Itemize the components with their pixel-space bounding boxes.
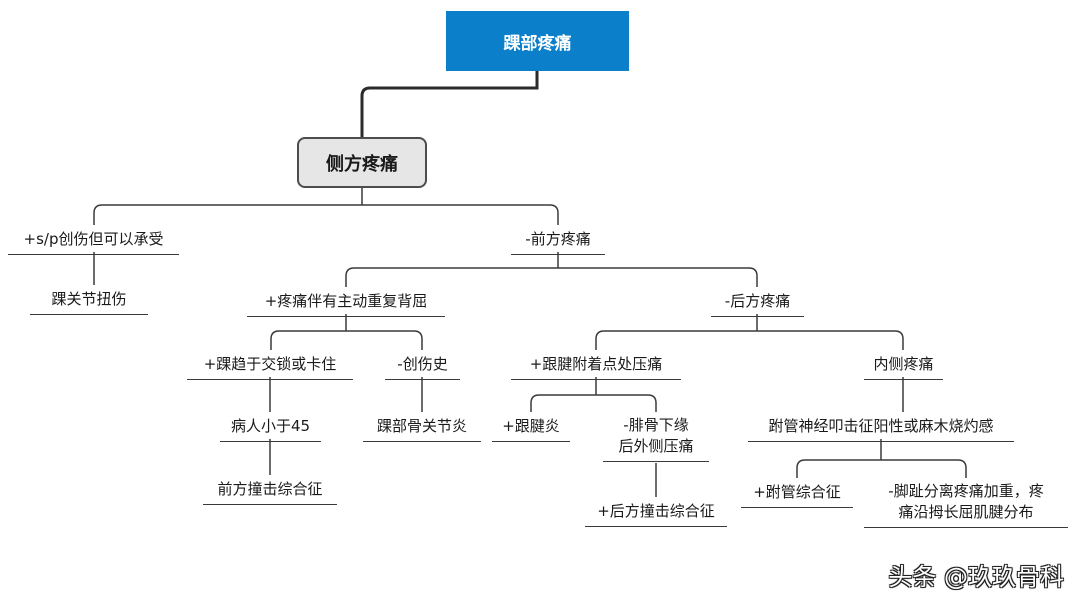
topic-tarsal-tinel-sign: 跗管神经叩击征阳性或麻木烧灼感 [748, 412, 1014, 442]
topic-achilles-insertion-tenderness: +跟腱附着点处压痛 [511, 350, 681, 380]
topic-ankle-arthritis: 踝部骨关节炎 [363, 412, 481, 442]
tender-branch-connector [530, 377, 657, 412]
topic-sp-trauma: +s/p创伤但可以承受 [8, 225, 179, 255]
root-to-main-connector [360, 71, 539, 137]
toe-line-1: -脚趾分离疼痛加重，疼 [888, 482, 1044, 500]
topic-tarsal-tunnel-syndrome: +跗管综合征 [741, 478, 853, 508]
main-branch-connector [93, 188, 559, 225]
fibula-line-1: -腓骨下缘 [623, 416, 689, 434]
toe-line-2: 痛沿拇长屈肌腱分布 [898, 503, 1034, 521]
root-node-ankle-pain: 踝部疼痛 [446, 11, 629, 71]
topic-anterior-pain: -前方疼痛 [511, 225, 605, 255]
topic-repeated-dorsiflexion: +疼痛伴有主动重复背屈 [247, 287, 445, 317]
topic-age-under-45: 病人小于45 [220, 412, 321, 442]
topic-posterior-pain: -后方疼痛 [711, 287, 804, 317]
topic-trauma-history: -创伤史 [385, 350, 460, 380]
tarsal-sign-branch-connector [796, 439, 967, 478]
topic-medial-pain: 内侧疼痛 [864, 350, 943, 380]
topic-achilles-tendinitis: +跟腱炎 [492, 412, 570, 442]
posterior-branch-connector [595, 314, 904, 350]
topic-fibula-tenderness: -腓骨下缘 后外侧压痛 [603, 412, 709, 462]
watermark: 头条 @玖玖骨科 [888, 563, 1064, 591]
topic-locking: +踝趋于交锁或卡住 [187, 350, 353, 380]
topic-posterior-impingement: +后方撞击综合征 [585, 497, 727, 527]
main-topic-lateral-pain: 侧方疼痛 [297, 137, 427, 188]
repeat-branch-connector [270, 314, 423, 350]
topic-ankle-sprain: 踝关节扭伤 [30, 285, 148, 315]
fibula-line-2: 后外侧压痛 [618, 437, 694, 455]
topic-toe-separation-pain: -脚趾分离疼痛加重，疼 痛沿拇长屈肌腱分布 [864, 478, 1068, 528]
topic-anterior-impingement: 前方撞击综合征 [203, 475, 337, 505]
anterior-branch-connector [345, 252, 758, 287]
